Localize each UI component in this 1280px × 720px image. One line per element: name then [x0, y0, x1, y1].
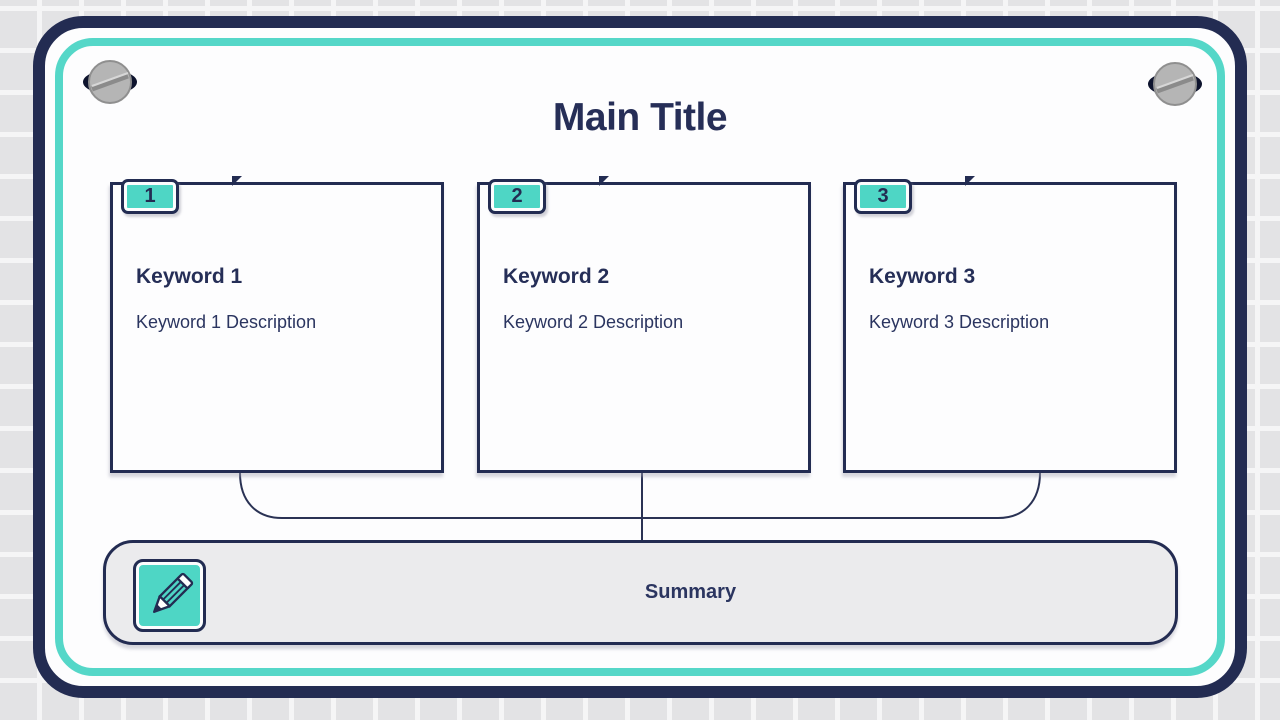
tab-fold-notch [232, 176, 242, 186]
keyword-card-1: 1 Keyword 1 Keyword 1 Description [110, 176, 444, 473]
tab-fold-notch [965, 176, 975, 186]
keyword-card-2: 2 Keyword 2 Keyword 2 Description [477, 176, 811, 473]
keyword-description: Keyword 2 Description [503, 312, 684, 332]
summary-label: Summary [644, 581, 737, 603]
keyword-card-3: 3 Keyword 3 Keyword 3 Description [843, 176, 1177, 473]
screw-icon [83, 60, 137, 104]
tab-fold-notch [599, 176, 609, 186]
pencil-icon [152, 572, 193, 613]
card-number-tab: 3 [854, 176, 975, 214]
pencil-icon-box [133, 559, 206, 632]
keyword-heading: Keyword 2 [503, 265, 610, 288]
card-number-label: 3 [877, 185, 889, 207]
screw-icon [1148, 62, 1202, 106]
summary-bar: Summary [103, 540, 1178, 645]
keyword-heading: Keyword 3 [869, 265, 976, 288]
card-number-label: 1 [144, 185, 156, 207]
keyword-description: Keyword 1 Description [136, 312, 317, 332]
teal-border-ring [55, 38, 1225, 676]
keyword-heading: Keyword 1 [136, 265, 243, 288]
card-number-label: 2 [511, 185, 523, 207]
card-number-tab: 2 [488, 176, 609, 214]
keyword-description: Keyword 3 Description [869, 312, 1050, 332]
page-title: Main Title [552, 96, 728, 139]
card-number-tab: 1 [121, 176, 242, 214]
